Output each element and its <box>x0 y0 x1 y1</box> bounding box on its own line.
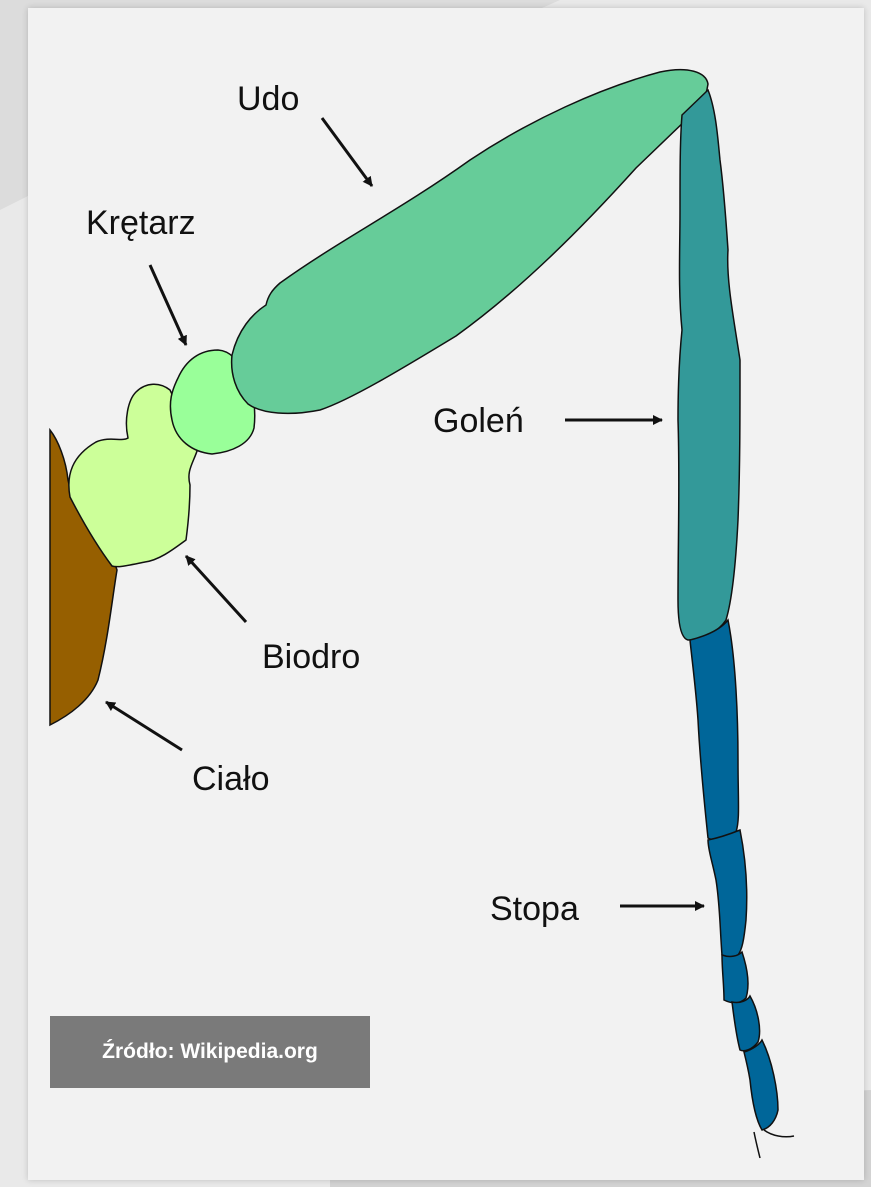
source-text: Źródło: Wikipedia.org <box>102 1040 318 1064</box>
tarsus-segment-3 <box>722 952 748 1003</box>
tibia-segment <box>678 90 740 640</box>
arrow-udo <box>322 118 372 186</box>
label-biodro: Biodro <box>262 638 360 676</box>
tarsus-segment-4 <box>732 996 760 1051</box>
arrow-kretarz <box>150 265 186 345</box>
label-stopa: Stopa <box>490 890 579 928</box>
claw <box>754 1130 794 1158</box>
source-badge: Źródło: Wikipedia.org <box>50 1016 370 1088</box>
femur-segment <box>232 70 708 414</box>
arrow-cialo <box>106 702 182 750</box>
tarsus-segment-5 <box>744 1040 778 1130</box>
arrow-biodro <box>186 556 246 622</box>
tarsus-segment-1 <box>690 620 739 840</box>
label-golen: Goleń <box>433 402 524 440</box>
label-cialo: Ciało <box>192 760 269 798</box>
label-udo: Udo <box>237 80 299 118</box>
tarsus-segment-2 <box>708 830 747 957</box>
label-kretarz: Krętarz <box>86 204 196 242</box>
